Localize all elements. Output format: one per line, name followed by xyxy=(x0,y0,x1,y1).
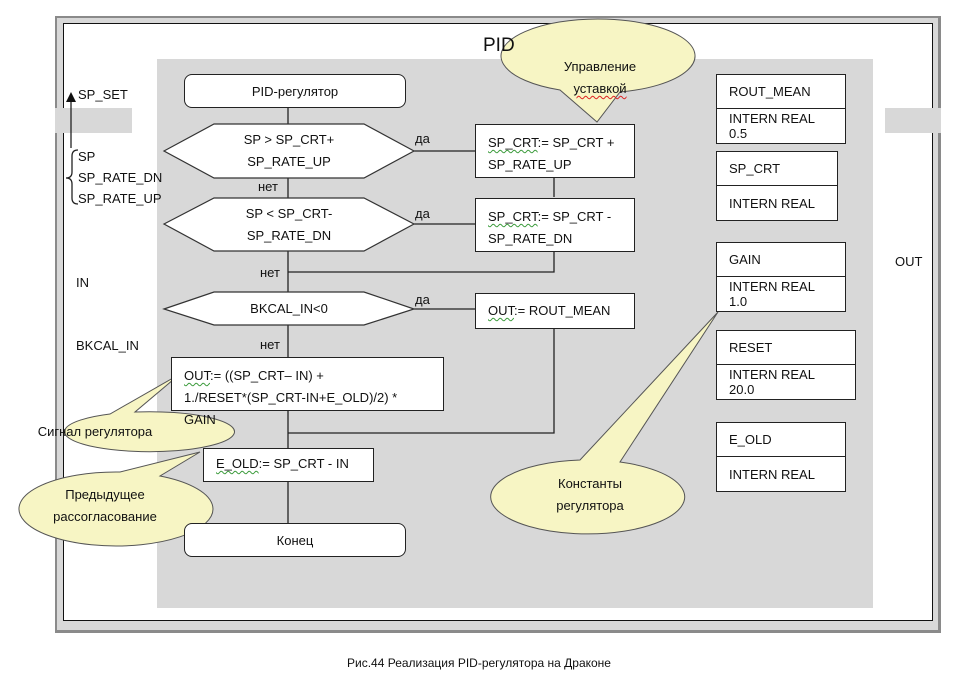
action-out-rout-mean[interactable]: OUT:= ROUT_MEAN xyxy=(475,293,635,329)
variable-sp-crt[interactable]: SP_CRT INTERN REAL xyxy=(716,151,838,221)
action-sp-crt-up[interactable]: SP_CRT:= SP_CRT + SP_RATE_UP xyxy=(475,124,635,178)
start-label: PID-регулятор xyxy=(251,83,339,99)
action5-lhs: E_OLD xyxy=(216,456,259,471)
decision-cond3[interactable]: BKCAL_IN<0 xyxy=(214,296,364,322)
variable-reset[interactable]: RESET INTERN REAL 20.0 xyxy=(716,330,856,400)
variable-decl: INTERN REAL 0.5 xyxy=(729,111,815,141)
callout-signal: Сигнал регулятора xyxy=(20,421,170,443)
cond2-line1: SP < SP_CRT- xyxy=(245,206,333,221)
output-out: OUT xyxy=(895,254,923,269)
cond1-no-label: нет xyxy=(258,179,278,194)
cond2-no-label: нет xyxy=(260,265,280,280)
line-action2-return xyxy=(288,251,555,273)
decision-cond2-shape xyxy=(162,197,416,252)
variable-gain[interactable]: GAIN INTERN REAL 1.0 xyxy=(716,242,846,312)
callout-signal-shape xyxy=(64,373,235,453)
line-action3-return xyxy=(288,329,555,434)
action-e-old[interactable]: E_OLD:= SP_CRT - IN xyxy=(203,448,374,482)
input-sp-set: SP_SET xyxy=(78,87,128,102)
variable-decl: INTERN REAL xyxy=(729,195,815,211)
input-sp-rate-dn: SP_RATE_DN xyxy=(78,170,163,185)
callout-constants-shape xyxy=(490,311,719,535)
cond3-line1: BKCAL_IN<0 xyxy=(250,301,328,316)
action-sp-crt-dn[interactable]: SP_CRT:= SP_CRT - SP_RATE_DN xyxy=(475,198,635,252)
callout-constants-line2: регулятора xyxy=(556,498,624,513)
input-sp: SP xyxy=(78,149,96,164)
cond3-no-label: нет xyxy=(260,337,280,352)
variable-name: SP_CRT xyxy=(717,152,837,186)
cond1-yes-label: да xyxy=(415,131,430,146)
input-sp-rate-up: SP_RATE_UP xyxy=(78,191,162,206)
callout-constants-line1: Константы xyxy=(558,476,622,491)
action1-lhs: SP_CRT xyxy=(488,135,538,150)
input-brace xyxy=(65,149,79,205)
action2-lhs: SP_CRT xyxy=(488,209,538,224)
callout-signal-line1: Сигнал регулятора xyxy=(37,424,153,439)
callout-constants: Константы регулятора xyxy=(515,473,665,517)
callout-prev-error-shape xyxy=(18,451,214,547)
decision-cond3-shape xyxy=(162,291,416,326)
callout-prev-error: Предыдущее рассогласование xyxy=(30,484,180,528)
input-bkcal-in: BKCAL_IN xyxy=(76,338,139,353)
decision-cond1[interactable]: SP > SP_CRT+ SP_RATE_UP xyxy=(214,127,364,175)
variable-decl: INTERN REAL 20.0 xyxy=(729,367,815,397)
input-in: IN xyxy=(76,275,89,290)
cond2-yes-label: да xyxy=(415,206,430,221)
decision-cond2[interactable]: SP < SP_CRT- SP_RATE_DN xyxy=(214,201,364,249)
variable-e-old[interactable]: E_OLD INTERN REAL xyxy=(716,422,846,492)
variable-name: ROUT_MEAN xyxy=(717,75,845,109)
figure-caption: Рис.44 Реализация PID-регулятора на Драк… xyxy=(347,656,611,670)
action4-op: := ((SP_CRT– IN) + xyxy=(210,368,324,383)
action4-lhs: OUT xyxy=(184,368,210,383)
decision-cond1-shape xyxy=(162,123,416,179)
variable-rout-mean[interactable]: ROUT_MEAN INTERN REAL 0.5 xyxy=(716,74,846,144)
action3-op: := ROUT_MEAN xyxy=(514,303,611,318)
callout-prev-error-line2: рассогласование xyxy=(53,509,157,524)
end-label: Конец xyxy=(276,532,314,548)
action2-line2: SP_RATE_DN xyxy=(488,231,573,246)
end-terminal[interactable]: Конец xyxy=(184,523,406,557)
callout-setpoint-line2: уставкой xyxy=(573,81,627,96)
callout-setpoint: Управление уставкой xyxy=(520,56,680,100)
variable-decl: INTERN REAL xyxy=(729,466,815,482)
variable-decl: INTERN REAL 1.0 xyxy=(729,279,815,309)
action2-op: := SP_CRT - xyxy=(537,209,612,224)
up-arrow-icon xyxy=(66,92,76,102)
action3-lhs: OUT xyxy=(488,303,514,318)
cond1-line1: SP > SP_CRT+ xyxy=(243,132,335,147)
action1-line2: SP_RATE_UP xyxy=(488,157,572,172)
cond2-line2: SP_RATE_DN xyxy=(246,228,332,243)
start-terminal[interactable]: PID-регулятор xyxy=(184,74,406,108)
right-connector-stripe xyxy=(885,108,941,133)
variable-name: RESET xyxy=(717,331,855,365)
callout-setpoint-shape xyxy=(500,18,696,123)
cond3-yes-label: да xyxy=(415,292,430,307)
callout-prev-error-line1: Предыдущее xyxy=(65,487,145,502)
variable-name: E_OLD xyxy=(717,423,845,457)
callout-setpoint-line1: Управление xyxy=(563,59,637,74)
cond1-line2: SP_RATE_UP xyxy=(247,154,331,169)
action5-op: := SP_CRT - IN xyxy=(258,456,349,471)
variable-name: GAIN xyxy=(717,243,845,277)
left-connector-stripe xyxy=(55,108,132,133)
action1-op: := SP_CRT + xyxy=(537,135,615,150)
block-title: PID xyxy=(483,35,515,56)
action-out-compute[interactable]: OUT:= ((SP_CRT– IN) + 1./RESET*(SP_CRT-I… xyxy=(171,357,444,427)
action4-line2: 1./RESET*(SP_CRT-IN+E_OLD)/2) * GAIN xyxy=(184,390,398,427)
